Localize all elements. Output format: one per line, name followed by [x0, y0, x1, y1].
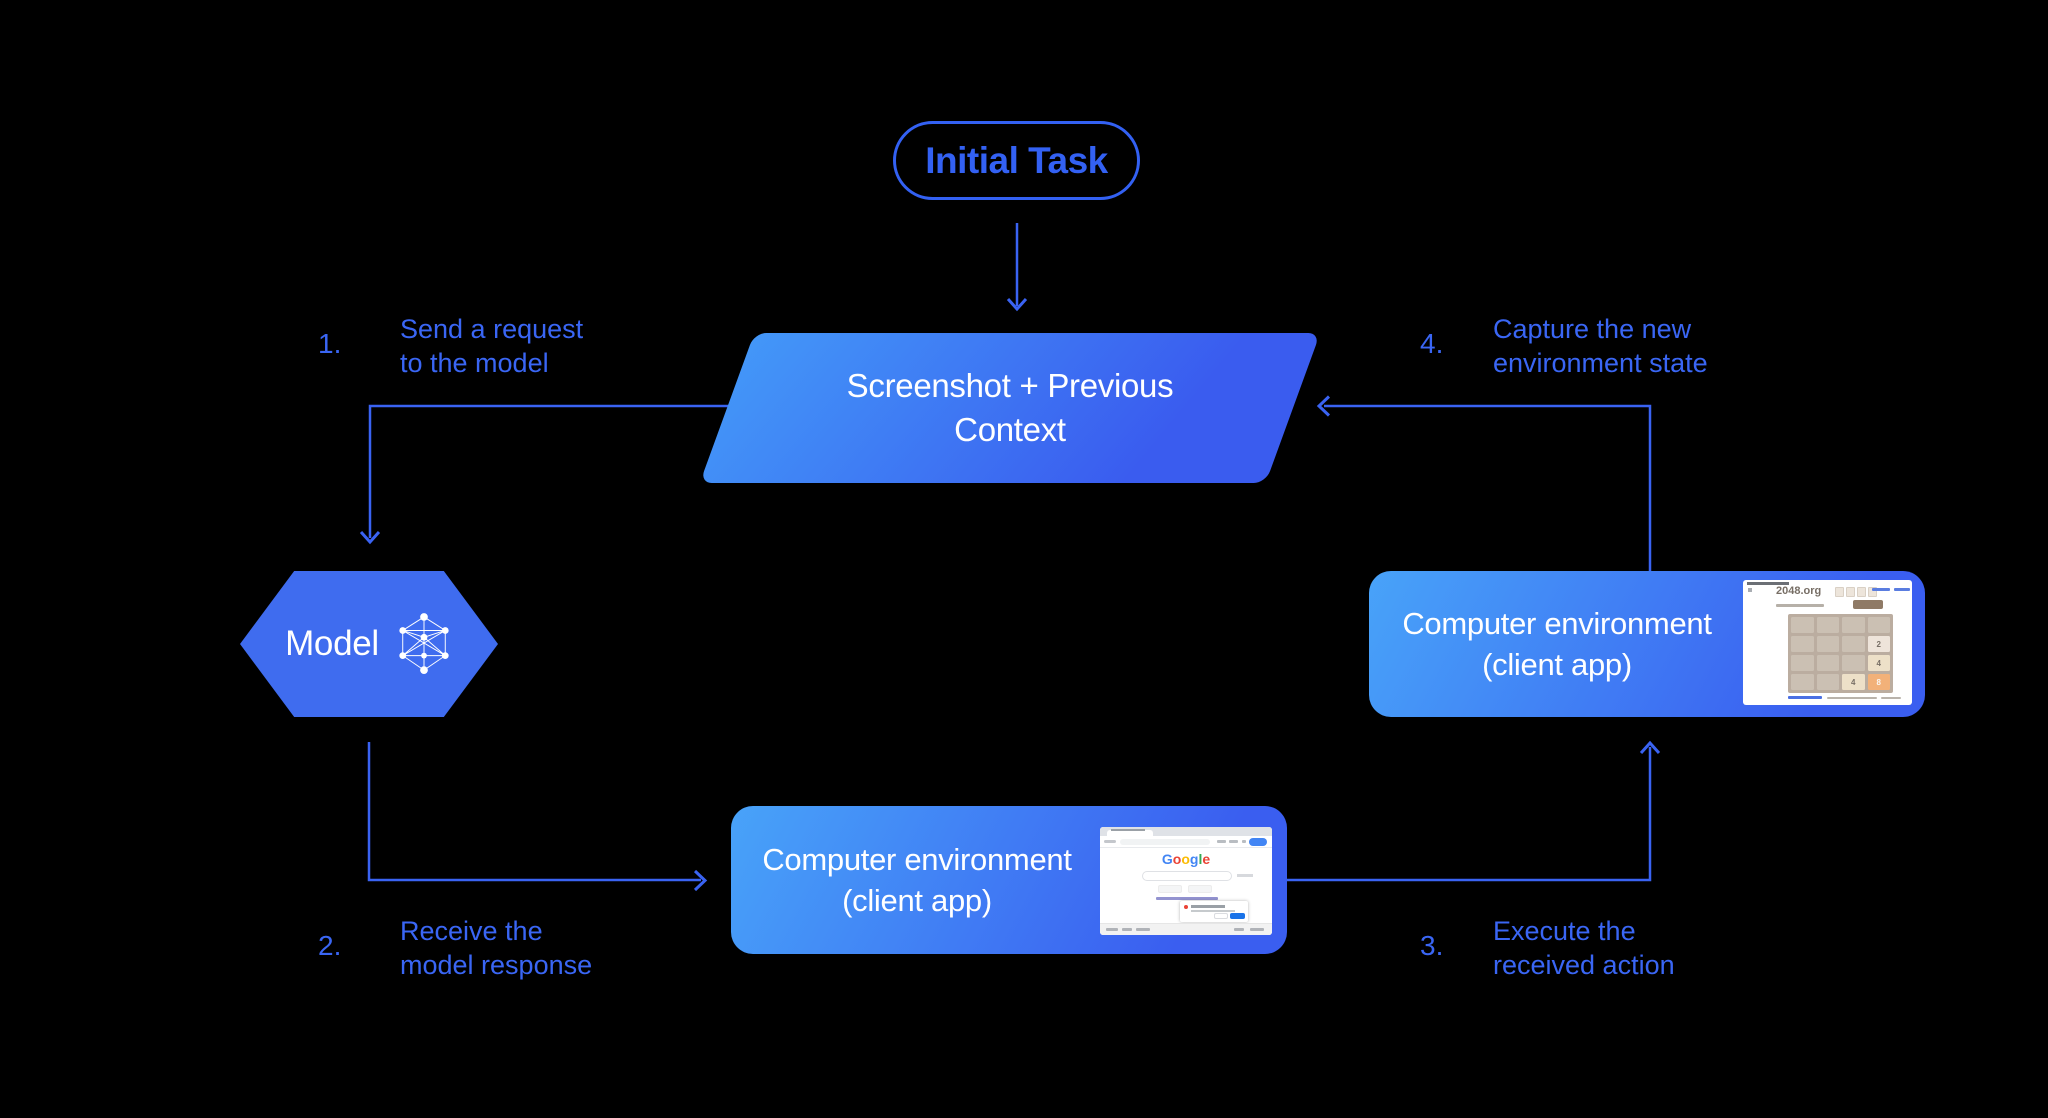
empty-cell — [1791, 636, 1814, 652]
empty-cell — [1791, 617, 1814, 633]
top-link — [1872, 588, 1890, 591]
arrow-env-to-env — [1287, 747, 1652, 882]
arrowhead-up-icon — [1639, 740, 1661, 755]
arrowhead-down-icon — [1006, 297, 1028, 312]
google-g-icon — [1184, 905, 1188, 909]
step-label-3: Execute the received action — [1493, 916, 1675, 980]
empty-cell — [1842, 655, 1865, 671]
footer-link — [1250, 928, 1264, 931]
footer-link — [1106, 928, 1118, 931]
page-footer — [1100, 923, 1272, 935]
step-label-1: Send a request to the model — [400, 314, 584, 378]
images-link — [1229, 840, 1238, 843]
step-label-4: Capture the new environment state — [1493, 314, 1708, 378]
arrow-env-to-context — [1324, 404, 1652, 571]
footer-link — [1234, 928, 1244, 931]
dialog-text-line — [1191, 905, 1225, 908]
footer-link — [1122, 928, 1132, 931]
step-number-4: 4. — [1420, 328, 1444, 359]
dialog-primary-button — [1230, 913, 1245, 919]
computer-environment-label: Computer environment (client app) — [1402, 606, 1712, 682]
browser-tab-title — [1747, 582, 1789, 585]
neural-network-icon — [399, 613, 449, 674]
initial-task-node: Initial Task — [893, 121, 1140, 200]
empty-cell — [1816, 617, 1839, 633]
browser-toolbar — [1100, 836, 1272, 848]
model-node: Model — [240, 571, 498, 717]
empty-cell — [1867, 617, 1890, 633]
sign-in-button — [1249, 838, 1267, 846]
google-offered-in-text — [1156, 897, 1218, 900]
step-number-3: 3. — [1420, 930, 1444, 961]
step-number-1: 1. — [318, 328, 342, 359]
arrowhead-down-icon — [359, 530, 381, 545]
tile-4: 4 — [1867, 655, 1890, 671]
bottom-text — [1827, 696, 1877, 699]
dialog-secondary-button — [1214, 913, 1228, 919]
feeling-lucky-button — [1188, 885, 1212, 893]
google-logo: Google — [1161, 851, 1211, 867]
site-title: 2048.org — [1776, 585, 1822, 597]
arrowhead-right-icon — [693, 869, 708, 892]
empty-cell — [1791, 655, 1814, 671]
apps-grid-icon — [1242, 840, 1246, 843]
screenshot-context-node: Screenshot + Previous Context — [699, 333, 1321, 483]
empty-cell — [1842, 636, 1865, 652]
score-box — [1846, 587, 1855, 597]
address-bar — [1120, 839, 1210, 845]
search-bar — [1142, 871, 1253, 881]
empty-cell — [1816, 655, 1839, 671]
game-grid: 2 4 4 8 — [1788, 614, 1893, 693]
step-number-2: 2. — [318, 930, 342, 961]
arrow-context-to-model — [368, 404, 733, 538]
empty-cell — [1816, 674, 1839, 690]
score-box — [1857, 587, 1866, 597]
browser-tabstrip — [1100, 827, 1272, 836]
model-label: Model — [285, 624, 379, 663]
nav-buttons-icon — [1104, 840, 1116, 843]
subtitle-text — [1776, 604, 1824, 607]
arrow-model-to-env — [367, 742, 701, 882]
bottom-link — [1788, 696, 1822, 699]
screenshot-context-label: Screenshot + Previous Context — [846, 367, 1174, 448]
score-box — [1868, 587, 1877, 597]
footer-link — [1136, 928, 1150, 931]
new-game-button — [1853, 600, 1883, 609]
empty-cell — [1816, 636, 1839, 652]
google-search-button — [1158, 885, 1182, 893]
browser-tab-title — [1111, 829, 1145, 831]
favicon-icon — [1748, 588, 1752, 592]
voice-search-icon — [1237, 874, 1253, 877]
bottom-text — [1881, 696, 1901, 699]
step-label-2: Receive the model response — [400, 916, 593, 980]
browser-tab — [1107, 830, 1153, 836]
dialog-text-line — [1191, 910, 1235, 912]
computer-environment-node-bottom: Computer environment (client app) Google — [731, 806, 1287, 954]
top-link — [1894, 588, 1910, 591]
empty-cell — [1791, 674, 1814, 690]
tile-2: 2 — [1867, 636, 1890, 652]
gmail-link — [1217, 840, 1226, 843]
google-homepage-thumbnail: Google — [1100, 827, 1272, 935]
computer-environment-label: Computer environment (client app) — [762, 842, 1072, 918]
computer-environment-node-right: Computer environment (client app) 2048.o… — [1369, 571, 1925, 717]
initial-task-label: Initial Task — [925, 139, 1108, 181]
sign-in-dialog — [1180, 901, 1248, 922]
empty-cell — [1842, 617, 1865, 633]
tile-8: 8 — [1867, 674, 1890, 690]
tile-4: 4 — [1842, 674, 1865, 690]
2048-game-thumbnail: 2048.org 2 4 — [1743, 580, 1912, 705]
arrowhead-left-icon — [1316, 395, 1331, 417]
score-box — [1835, 587, 1844, 597]
